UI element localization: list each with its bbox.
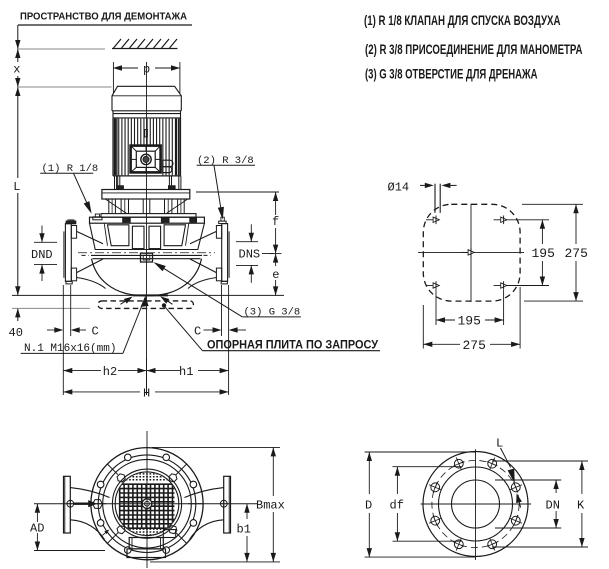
svg-text:f: f <box>272 215 279 229</box>
svg-text:K: K <box>577 499 585 513</box>
svg-text:h2: h2 <box>103 365 117 379</box>
svg-text:L: L <box>496 437 503 451</box>
svg-text:40: 40 <box>9 326 23 340</box>
svg-text:N.1 M16x16(mm): N.1 M16x16(mm) <box>24 343 116 355</box>
svg-text:(2) R 3/8 ПРИСОЕДИНЕНИЕ ДЛЯ МА: (2) R 3/8 ПРИСОЕДИНЕНИЕ ДЛЯ МАНОМЕТРА <box>365 42 583 57</box>
svg-text:275: 275 <box>565 246 588 261</box>
svg-text:(1) R 1/8 КЛАПАН ДЛЯ СПУСКА ВО: (1) R 1/8 КЛАПАН ДЛЯ СПУСКА ВОЗДУХА <box>364 13 561 28</box>
svg-text:(3) G 3/8: (3) G 3/8 <box>244 307 301 319</box>
svg-text:D: D <box>365 499 372 513</box>
svg-text:(2) R 3/8: (2) R 3/8 <box>197 155 254 167</box>
svg-text:DN: DN <box>546 499 560 513</box>
svg-text:ОПОРНАЯ ПЛИТА ПО ЗАПРОСУ: ОПОРНАЯ ПЛИТА ПО ЗАПРОСУ <box>207 338 379 351</box>
svg-text:H: H <box>143 387 150 401</box>
svg-text:b1: b1 <box>237 523 251 537</box>
svg-text:L: L <box>13 180 20 194</box>
svg-text:e: e <box>272 268 279 282</box>
svg-text:AD: AD <box>30 522 44 536</box>
svg-text:275: 275 <box>463 338 486 353</box>
svg-text:ПРОСТРАНСТВО ДЛЯ ДЕМОНТАЖА: ПРОСТРАНСТВО ДЛЯ ДЕМОНТАЖА <box>20 12 188 23</box>
svg-text:195: 195 <box>458 314 481 329</box>
svg-text:DNS: DNS <box>239 248 261 262</box>
svg-text:h1: h1 <box>179 365 193 379</box>
svg-text:195: 195 <box>532 246 555 261</box>
svg-text:Ø14: Ø14 <box>388 181 410 195</box>
svg-text:DND: DND <box>31 248 53 262</box>
svg-text:(1) R 1/8: (1) R 1/8 <box>42 163 99 175</box>
svg-text:(3) G 3/8 ОТВЕРСТИЕ ДЛЯ ДРЕНАЖ: (3) G 3/8 ОТВЕРСТИЕ ДЛЯ ДРЕНАЖА <box>365 67 538 82</box>
svg-text:C: C <box>92 325 99 339</box>
svg-text:df: df <box>390 499 404 513</box>
svg-text:x: x <box>13 63 20 77</box>
svg-text:C: C <box>194 325 201 339</box>
svg-text:Bmax: Bmax <box>256 499 285 513</box>
